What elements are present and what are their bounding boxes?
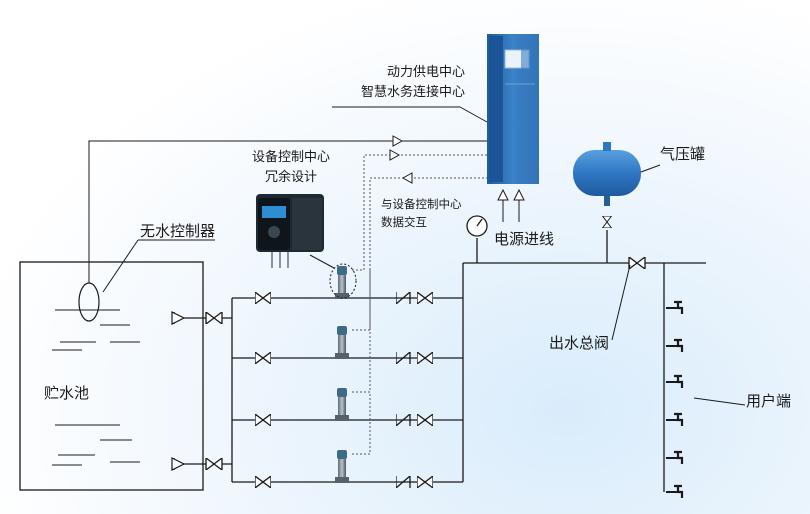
pressure-tank-icon bbox=[573, 142, 641, 206]
data-exchange-label-2: 数据交互 bbox=[381, 215, 427, 229]
float-sensor-icon bbox=[78, 282, 100, 322]
faucet-icon bbox=[666, 412, 684, 428]
gate-valve-icon bbox=[417, 352, 433, 364]
inlet-nozzle-icon bbox=[171, 311, 186, 325]
faucet-icon bbox=[666, 300, 684, 316]
power-center-label: 动力供电中心 bbox=[387, 65, 465, 80]
gate-valve-icon bbox=[205, 312, 223, 324]
faucet-icon bbox=[666, 374, 684, 390]
gate-valve-icon bbox=[255, 292, 271, 304]
check-valve-icon bbox=[396, 476, 417, 488]
faucet-icon bbox=[666, 338, 684, 354]
gate-valve-icon bbox=[417, 414, 433, 426]
redundancy-label: 冗余设计 bbox=[265, 169, 317, 185]
suction-pipes bbox=[173, 230, 706, 492]
pressure-gauge-icon bbox=[466, 215, 488, 237]
smart-water-label: 智慧水务连接中心 bbox=[361, 84, 465, 100]
no-water-controller-label: 无水控制器 bbox=[140, 222, 215, 240]
controller-icon bbox=[256, 194, 324, 268]
pressure-tank-label: 气压罐 bbox=[660, 145, 705, 163]
user-end-label: 用户端 bbox=[746, 392, 791, 410]
gate-valve-icon bbox=[601, 216, 613, 228]
faucet-icon bbox=[666, 484, 684, 500]
pump-icon bbox=[335, 450, 349, 483]
faucet-icon bbox=[666, 450, 684, 466]
cabinet-icon bbox=[487, 34, 539, 184]
pump-icon bbox=[335, 388, 349, 421]
data-exchange-label: 与设备控制中心 bbox=[381, 197, 462, 211]
main-outlet-valve-label: 出水总阀 bbox=[549, 334, 609, 352]
water-level-lines bbox=[52, 309, 140, 466]
inlet-nozzle-icon bbox=[171, 457, 186, 471]
reservoir-label: 贮水池 bbox=[44, 384, 89, 402]
control-signal-lines bbox=[352, 154, 487, 455]
reservoir-tank bbox=[19, 261, 204, 491]
gate-valve-icon bbox=[628, 257, 646, 269]
gate-valve-icon bbox=[417, 292, 433, 304]
power-inlet-arrows bbox=[497, 188, 525, 222]
signal-arrow-icon bbox=[401, 172, 413, 184]
signal-arrow-icon bbox=[389, 149, 401, 161]
sensor-signal-line bbox=[88, 140, 487, 283]
power-inlet-label: 电源进线 bbox=[494, 230, 554, 248]
gate-valve-icon bbox=[417, 476, 433, 488]
pump-highlight-circle bbox=[329, 263, 357, 299]
check-valve-icon bbox=[396, 414, 417, 426]
check-valve-icon bbox=[396, 292, 417, 304]
pump-icon bbox=[335, 266, 349, 299]
no-water-controller-leader bbox=[102, 239, 139, 293]
signal-arrow-icon bbox=[392, 135, 404, 147]
gate-valve-icon bbox=[255, 476, 271, 488]
check-valve-icon bbox=[396, 352, 417, 364]
pump-icon bbox=[335, 326, 349, 359]
device-center-label: 设备控制中心 bbox=[252, 149, 330, 165]
gate-valve-icon bbox=[255, 414, 271, 426]
gate-valve-icon bbox=[255, 352, 271, 364]
gate-valve-icon bbox=[205, 458, 223, 470]
